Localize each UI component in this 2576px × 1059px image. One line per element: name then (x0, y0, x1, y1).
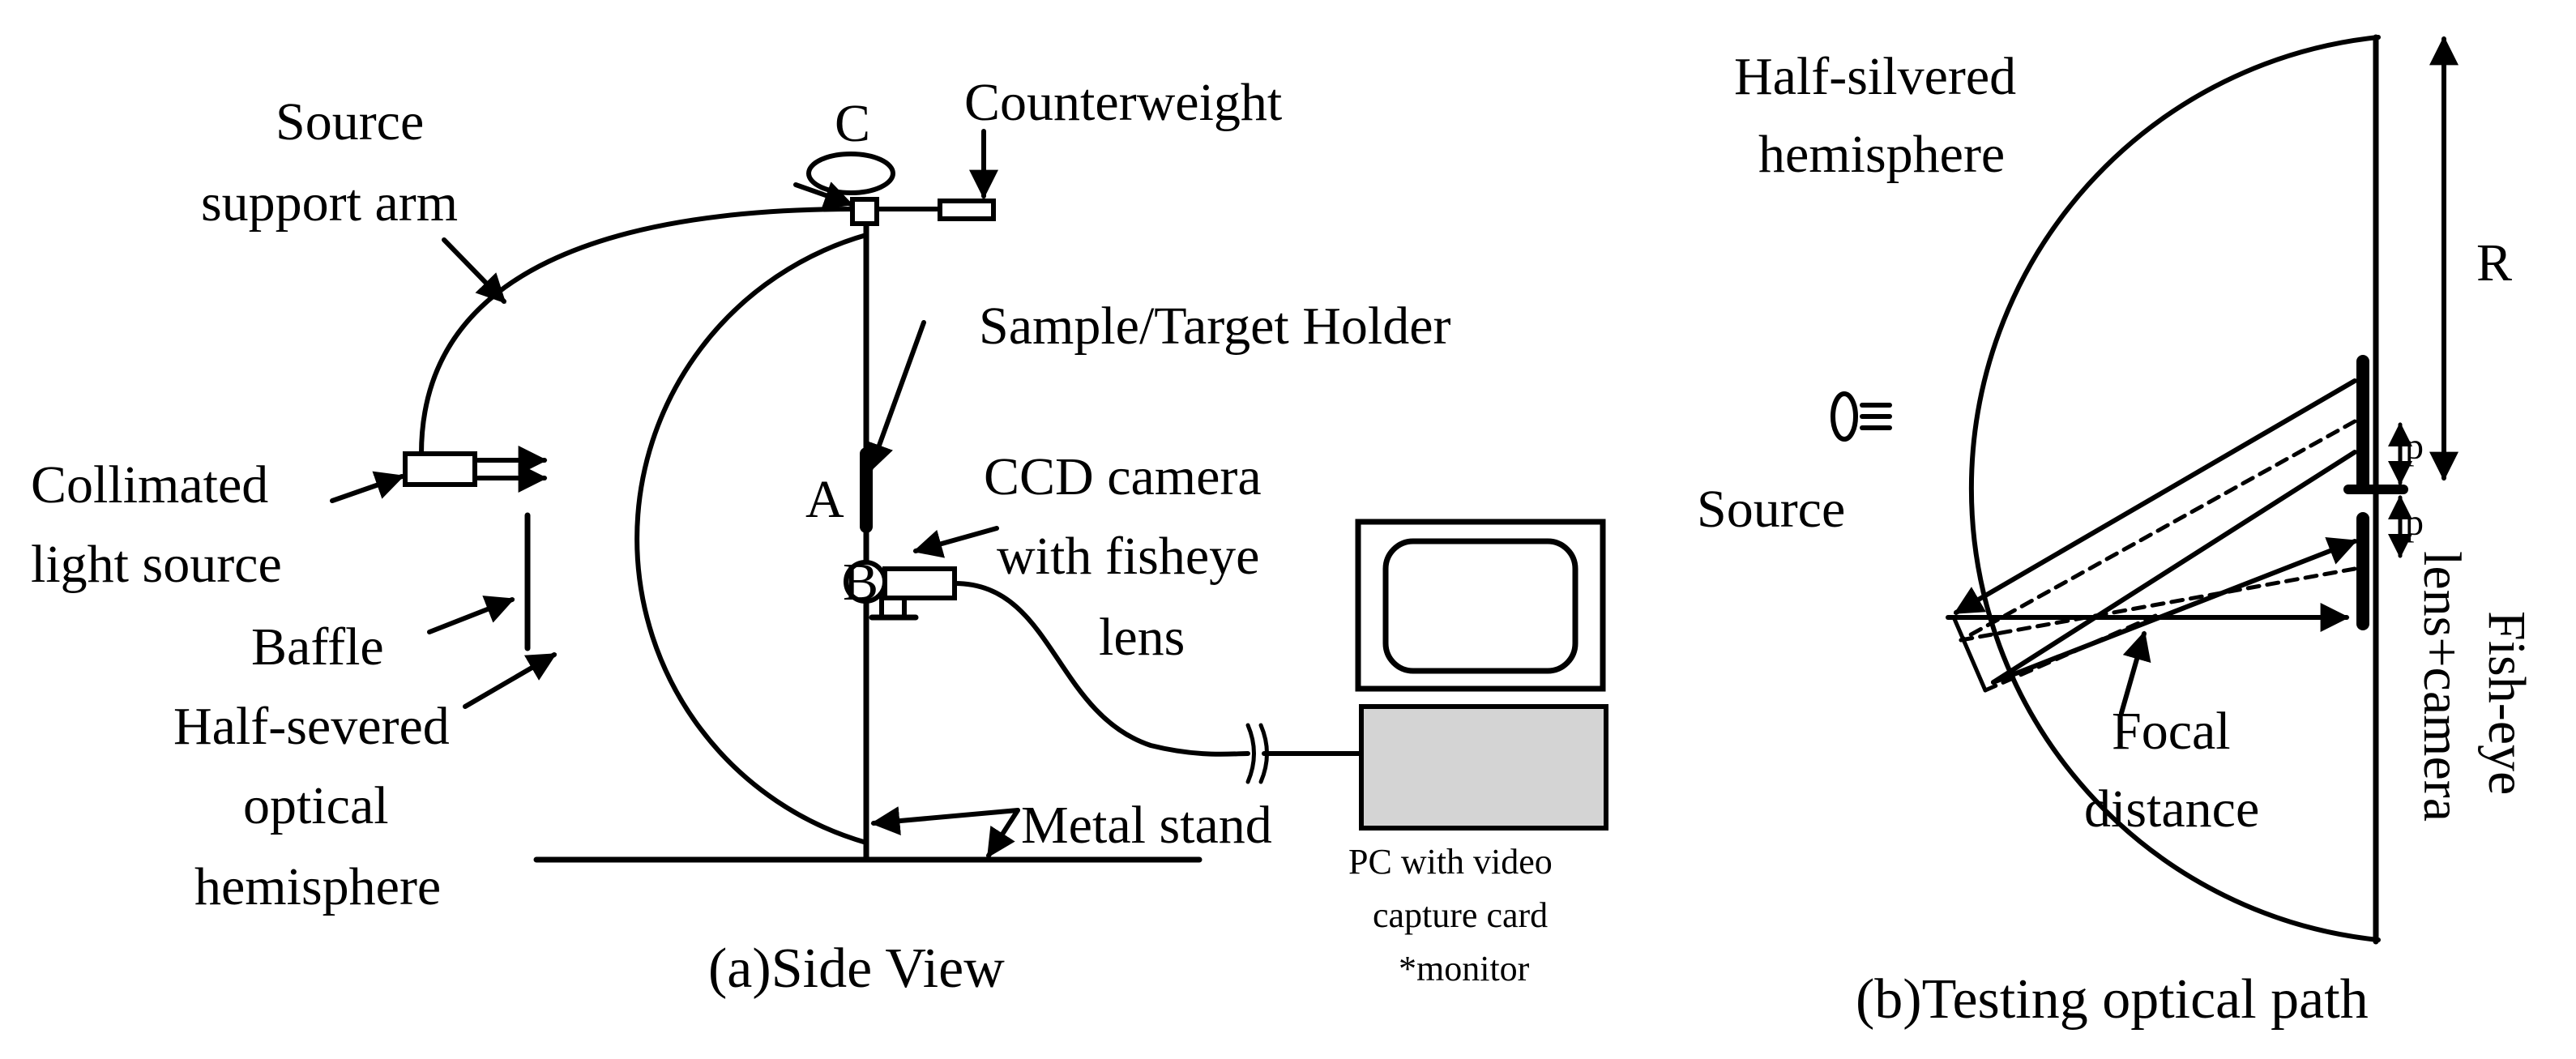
label-collimated-1: Collimated (31, 455, 268, 515)
ray-solid-3 (1991, 537, 2358, 685)
ray-return-1 (1952, 617, 1988, 693)
counterweight-block (938, 199, 996, 221)
label-half-silvered-1: Half-silvered (1734, 47, 2016, 106)
label-point-a: A (805, 470, 844, 529)
ray-solid-2 (1991, 450, 2357, 685)
pc-box (1359, 704, 1608, 831)
label-source: Source (1697, 480, 1845, 539)
pivot-c-ellipse (806, 152, 895, 195)
label-focal-1: Focal (2112, 702, 2231, 761)
label-point-b: B (843, 553, 878, 612)
source-symbol (1831, 391, 1858, 442)
label-r: R (2476, 233, 2512, 293)
label-p-lower: p (2405, 502, 2424, 543)
label-hemisphere-2: optical (243, 776, 389, 835)
label-hemisphere-3: hemisphere (194, 857, 441, 916)
panel-b-optical-path: Half-silvered hemisphere R Source p p Fo… (1697, 34, 2536, 1031)
caption-panel-a: (a)Side View (708, 937, 1005, 1000)
ray-return-2 (1983, 613, 2158, 693)
label-ccd-1: CCD camera (984, 447, 1262, 506)
label-source-support-arm-2: support arm (201, 173, 458, 233)
caption-panel-b: (b)Testing optical path (1856, 968, 2369, 1031)
half-silvered-hemisphere-arc (1968, 35, 2381, 942)
camera-cable (952, 581, 1250, 757)
label-pc-3: *monitor (1399, 949, 1530, 989)
label-source-support-arm-1: Source (276, 92, 424, 152)
label-sample-target-holder: Sample/Target Holder (979, 297, 1451, 356)
panel-a-side-view: Source support arm C Counterweight Sampl… (31, 73, 1608, 1000)
ccd-camera-body (882, 566, 957, 600)
arrow-metal-stand-1 (870, 806, 1020, 836)
label-fisheye-1: Fish-eye (2477, 611, 2536, 795)
ray-dashed-1 (1959, 419, 2357, 643)
label-ccd-2: with fisheye (997, 527, 1259, 586)
label-p-upper: p (2405, 425, 2424, 467)
label-point-c: C (835, 94, 870, 153)
label-metal-stand: Metal stand (1021, 796, 1272, 855)
label-pc-2: capture card (1373, 895, 1548, 935)
cable-connector-1 (1245, 723, 1256, 784)
label-half-silvered-2: hemisphere (1758, 125, 2005, 184)
label-baffle: Baffle (251, 617, 384, 677)
monitor-screen (1382, 538, 1578, 674)
ray-dashed-2 (1959, 566, 2357, 643)
arrow-hemisphere (463, 652, 557, 709)
label-pc-1: PC with video (1348, 842, 1553, 882)
arrow-collimated (330, 471, 405, 503)
arrow-focal-distance (2119, 630, 2151, 715)
arrow-baffle (427, 596, 515, 634)
arrow-ccd (912, 526, 999, 558)
label-collimated-2: light source (31, 535, 282, 594)
arrow-sample-holder (865, 320, 926, 473)
label-ccd-3: lens (1099, 608, 1185, 667)
label-focal-2: distance (2084, 779, 2259, 839)
arrow-metal-stand-2 (986, 808, 1020, 859)
label-fisheye-2: lens+camera (2412, 551, 2471, 822)
optical-hemisphere-arc (634, 233, 869, 845)
ray-solid-1 (1953, 378, 2357, 615)
label-hemisphere-1: Half-severed (173, 697, 450, 756)
source-support-arm (419, 207, 858, 456)
label-counterweight: Counterweight (964, 73, 1282, 132)
collimated-light-source (403, 451, 477, 487)
pivot-block (850, 197, 879, 226)
arrow-c (793, 181, 854, 210)
arrow-source-support-arm (442, 237, 506, 304)
